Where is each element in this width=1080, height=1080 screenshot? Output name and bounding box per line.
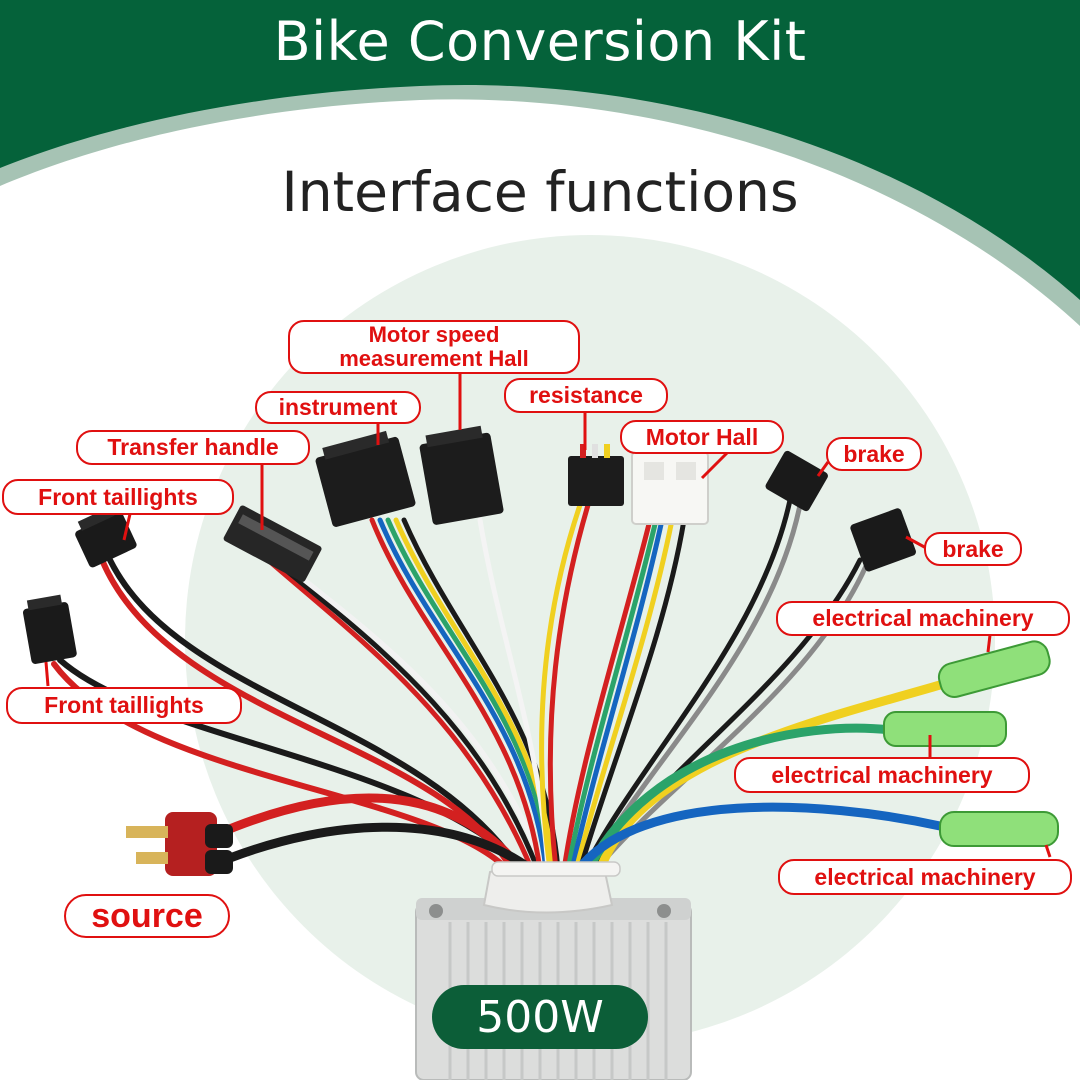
motor-speed-line1: Motor speed [368,322,500,347]
instrument-label: instrument [255,391,421,424]
instrument-connector-icon [315,430,416,527]
front-taillights-top-label: Front taillights [2,479,234,515]
electrical-machinery-top-label: electrical machinery [776,601,1070,636]
banner-shape [0,0,1080,300]
transfer-handle-connector-icon [223,505,322,582]
front-taillights-left-connector-icon [22,594,77,664]
electrical-machinery-middle-label: electrical machinery [734,757,1030,793]
motor-speed-hall-connector-icon [419,425,504,525]
brake-top-connector-icon [765,450,828,512]
resistance-connector-icon [568,444,624,506]
motor-hall-connector-icon [631,451,709,525]
motor-speed-line2: measurement Hall [339,346,529,371]
resistance-label: resistance [504,378,668,413]
transfer-handle-label: Transfer handle [76,430,310,465]
brake-top-label: brake [826,437,922,471]
t-plug-connector-icon [126,812,233,876]
bullet-connector-3-icon [939,811,1059,847]
source-label: source [64,894,230,938]
cable-tie-icon [491,861,621,877]
bullet-connector-2-icon [883,711,1007,747]
motor-hall-label: Motor Hall [620,420,784,454]
motor-speed-hall-label: Motor speed measurement Hall [288,320,580,374]
power-badge: 500W [432,985,648,1049]
brake-bottom-label: brake [924,532,1022,566]
front-taillights-left-label: Front taillights [6,687,242,724]
brake-bottom-connector-icon [850,508,916,572]
banner-title: Bike Conversion Kit [273,10,807,73]
electrical-machinery-bottom-label: electrical machinery [778,859,1072,895]
bullet-connector-1-icon [937,640,1051,698]
page-subtitle: Interface functions [281,160,799,224]
